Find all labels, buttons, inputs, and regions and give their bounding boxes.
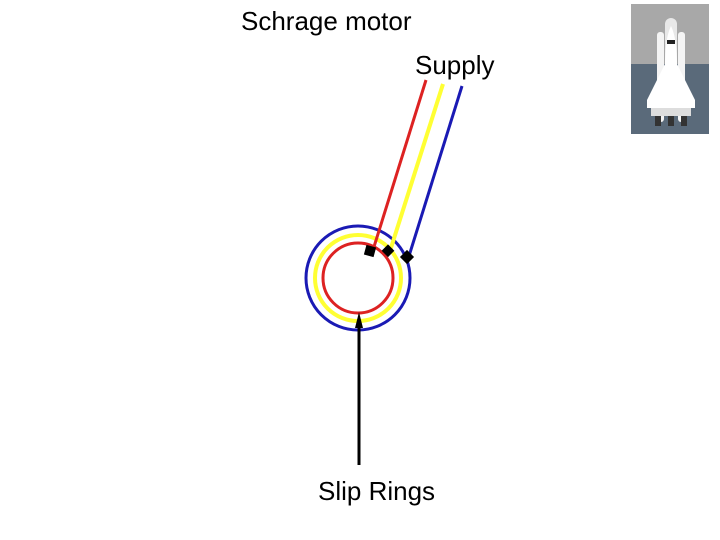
supply-label: Supply bbox=[415, 50, 495, 80]
blue-supply-wire bbox=[407, 85, 464, 257]
slip-rings-label: Slip Rings bbox=[318, 476, 436, 506]
blue-brush-icon bbox=[399, 249, 415, 265]
space-shuttle-icon bbox=[631, 4, 709, 134]
inner-slip-ring bbox=[321, 241, 395, 315]
red-supply-wire bbox=[371, 79, 428, 251]
red-brush-icon bbox=[363, 244, 377, 258]
slide-title: Schrage motor bbox=[241, 6, 412, 36]
yellow-brush-icon bbox=[381, 244, 395, 258]
yellow-supply-wire bbox=[388, 83, 445, 252]
slip-rings-arrowhead-icon bbox=[355, 312, 363, 328]
